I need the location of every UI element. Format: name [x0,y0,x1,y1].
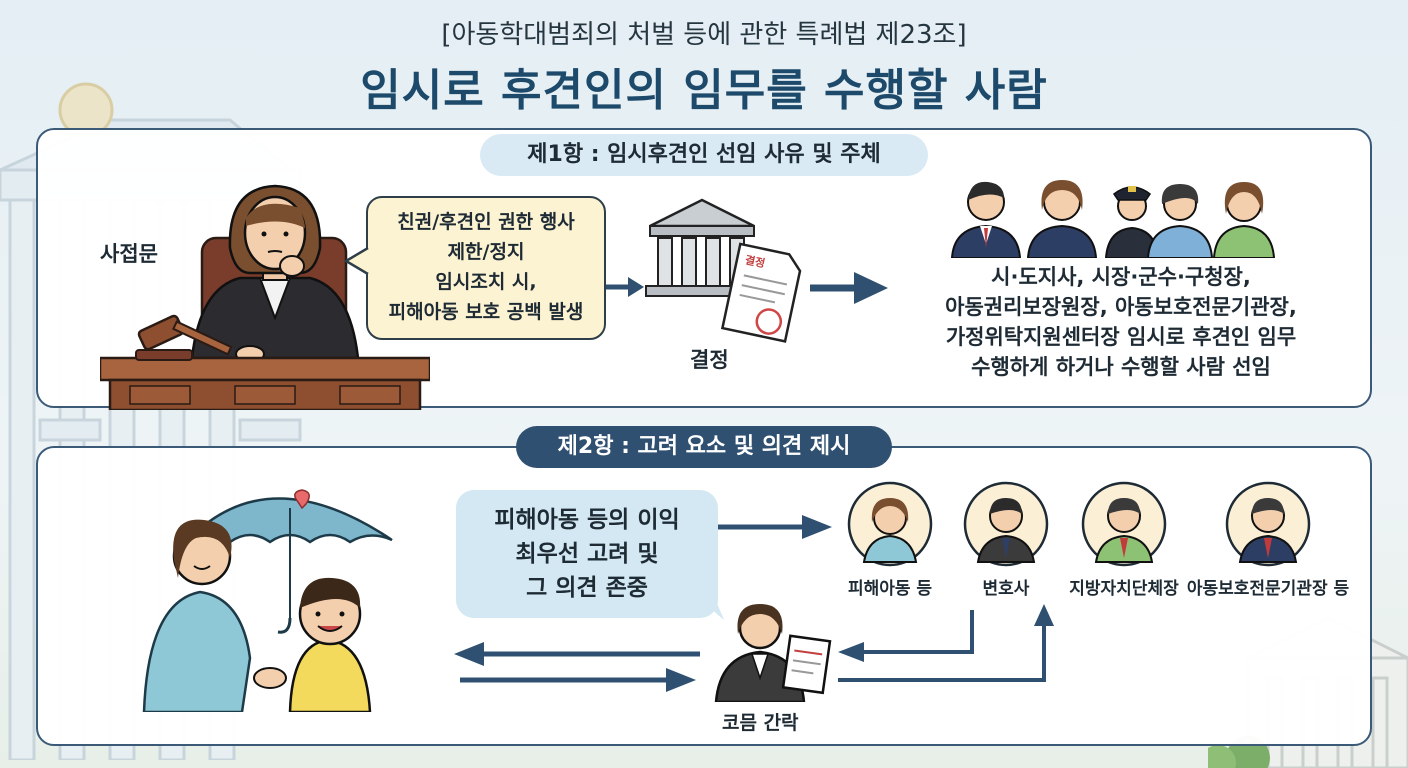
section1-reason-bubble: 친권/후견인 권한 행사 제한/정지 임시조치 시, 피해아동 보호 공백 발생 [366,196,606,340]
document-heading: 결정 [744,252,767,270]
judge-illustration [100,184,430,410]
appointing-authorities-text: 시·도지사, 시장·군수·구청장, 아동권리보장원장, 아동보호전문기관장, 가… [904,262,1338,382]
page-title: 임시로 후견인의 임무를 수행할 사람 [360,65,1048,116]
bubble2-line: 최우선 고려 및 [515,541,659,567]
authorities-line: 가정위탁지원센터장 임시로 후견인 임무 [945,325,1297,349]
circle-label-agency-head: 아동보호전문기관장 등 [1186,579,1350,599]
bubble2-line: 그 의견 존중 [526,575,648,601]
authorities-line: 수행하게 하거나 수행할 사람 선임 [971,355,1271,379]
local-govt-head-avatar-icon [1081,481,1167,567]
official-person-5 [1212,182,1276,258]
bubble1-line: 임시조치 시, [435,271,537,293]
child-avatar-icon [847,481,933,567]
bubble1-line: 친권/후견인 권한 행사 [397,211,575,233]
judge-label: 사접문 [100,242,158,266]
section1-label: 제1항 : 임시후견인 선임 사유 및 주체 [480,134,928,176]
guardian-person-illustration [714,604,832,702]
arrow-right-large-icon [810,272,888,304]
agency-head-avatar-icon [1225,481,1311,567]
circle-label-lawyer: 변호사 [982,579,1030,599]
bubble1-tail [344,246,369,276]
official-person-1 [950,181,1022,258]
bubble2-line: 피해아동 등의 이익 [494,507,680,533]
lawyer-avatar-icon [963,481,1049,567]
bubble1-line: 제한/정지 [447,241,525,263]
consultation-flow-arrows [454,604,1054,692]
bubble1-line: 피해아동 보호 공백 발생 [388,301,584,323]
arrow-right-icon [718,515,832,539]
authorities-line: 아동권리보장원장, 아동보호전문기관장, [945,295,1297,319]
official-person-4 [1146,184,1214,258]
court-building-icon: 결정 [645,198,802,343]
section2-consideration-bubble: 피해아동 등의 이익 최우선 고려 및 그 의견 존중 [456,490,718,618]
officials-group-illustration [950,180,1276,258]
authorities-line: 시·도지사, 시장·군수·구청장, [991,265,1251,289]
official-person-2 [1026,180,1098,258]
bubble2-tail [696,596,724,620]
law-reference-subtitle: [아동학대범죄의 처벌 등에 관한 특례법 제23조] [441,20,967,50]
circle-label-child: 피해아동 등 [847,579,933,599]
guardian-label: 코믐 간락 [722,712,799,734]
police-officer [1104,186,1160,258]
arrow-right-icon [606,277,644,297]
section2-label: 제2항 : 고려 요소 및 의견 제시 [516,426,892,468]
guardian-child-umbrella-illustration [142,489,393,712]
court-decision-label: 결정 [690,348,729,372]
circle-label-local-govt: 지방자치단체장 [1069,579,1179,599]
